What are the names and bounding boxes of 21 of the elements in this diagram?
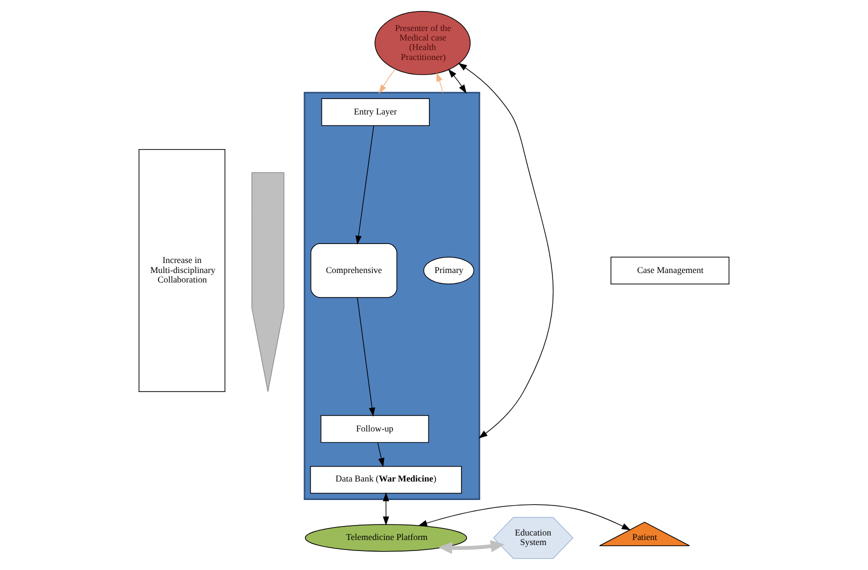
node-box: Case Management bbox=[610, 256, 730, 284]
node-box: Increase in Multi-disciplinary Collaboration bbox=[138, 149, 226, 392]
node-arrow bbox=[251, 172, 284, 392]
node-ellipse: Telemedicine Platform bbox=[304, 524, 468, 552]
node-ellipse: Primary bbox=[423, 256, 474, 284]
arrow bbox=[356, 297, 376, 417]
arrow bbox=[418, 504, 631, 530]
node-box: Data Bank (War Medicine) bbox=[310, 466, 462, 494]
arrow bbox=[378, 68, 396, 94]
arrow bbox=[382, 492, 390, 526]
node-box: Comprehensive bbox=[310, 243, 398, 298]
arrow bbox=[458, 62, 554, 438]
node-box: Follow-up bbox=[320, 415, 429, 443]
arrow bbox=[438, 540, 505, 554]
node-ellipse: Presenter of the Medical case (Health Practitioner) bbox=[374, 11, 471, 76]
node-box: Entry Layer bbox=[321, 98, 430, 126]
arrow bbox=[436, 72, 444, 94]
cluster bbox=[304, 92, 480, 500]
arrow bbox=[448, 68, 467, 94]
arrow bbox=[355, 125, 374, 245]
arrow bbox=[377, 442, 384, 468]
